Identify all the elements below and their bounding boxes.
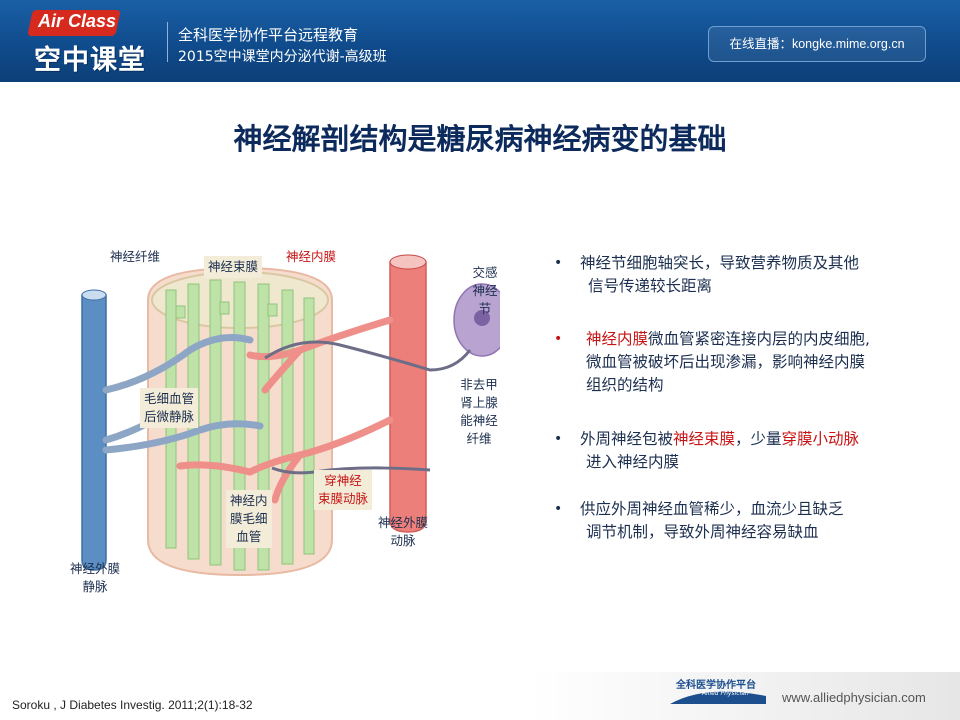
live-link[interactable]: 在线直播：kongke.mime.org.cn [708, 26, 926, 62]
logo-english: Air Class [38, 11, 117, 31]
label-noradrenergic-fiber: 非去甲肾上腺 能神经纤维 [460, 377, 498, 446]
bullet-text: 供应外周神经血管稀少，血流少且缺乏 调节机制，导致外周神经容易缺血 [580, 500, 844, 541]
brand-name: 全科医学协作平台 [676, 680, 756, 691]
epineurial-artery [389, 261, 427, 533]
label-epineurial-artery: 神经外膜 动脉 [378, 515, 429, 548]
header-banner: Air Class 空中课堂 全科医学协作平台远程教育 2015空中课堂内分泌代… [0, 0, 960, 82]
artery-lumen [389, 254, 427, 270]
header-divider [167, 22, 168, 62]
label-endoneurial-capillary: 神经内 膜毛细 血管 [226, 490, 272, 548]
bullet-dot: • [554, 501, 563, 517]
footer-band [0, 672, 960, 720]
nerve-anatomy-diagram: 神经纤维 神经束膜 神经内膜 交感神经节 非去甲肾上腺 能神经纤维 毛细血管 后… [60, 240, 511, 624]
label-capillary-venule: 毛细血管 后微静脉 [140, 388, 199, 428]
bullet-dot: • [554, 255, 563, 271]
slide-title: 神经解剖结构是糖尿病神经病变的基础 [233, 122, 727, 156]
sympathetic-fiber [264, 340, 472, 372]
nerve-illustration [81, 254, 511, 577]
header-course: 2015空中课堂内分泌代谢-高级班 [178, 49, 387, 65]
epineurial-vein [81, 294, 107, 571]
bullet-dot: • [554, 431, 563, 447]
label-endoneurium: 神经内膜 [286, 249, 337, 264]
header-subtitle: 全科医学协作平台远程教育 [178, 26, 359, 44]
bullet-dot: • [554, 331, 563, 347]
label-perforating-artery: 穿神经 束膜动脉 [314, 470, 373, 510]
brand-subtitle: Allied Physician [702, 690, 749, 697]
label-epineurial-vein: 神经外膜 静脉 [70, 561, 121, 594]
label-nerve-fiber: 神经纤维 [110, 249, 161, 264]
vein-lumen [81, 289, 107, 301]
citation: Soroku , J Diabetes Investig. 2011;2(1):… [12, 698, 253, 712]
label-perineurium: 神经束膜 [204, 256, 263, 278]
logo-chinese: 空中课堂 [34, 45, 146, 76]
website-link[interactable]: www.alliedphysician.com [782, 690, 926, 705]
label-sympathetic-ganglion: 交感神经节 [472, 265, 498, 316]
bullet-text: 神经内膜微血管紧密连接内层的内皮细胞, 微血管被破坏后出现渗漏，影响神经内膜 组… [586, 330, 870, 394]
bullet-text: 神经节细胞轴突长，导致营养物质及其他 信号传递较长距离 [580, 254, 860, 295]
bullet-text: 外周神经包被神经束膜，少量穿膜小动脉 进入神经内膜 [580, 430, 860, 471]
ganglion-nucleus [474, 310, 490, 326]
allied-physician-logo [670, 691, 766, 704]
